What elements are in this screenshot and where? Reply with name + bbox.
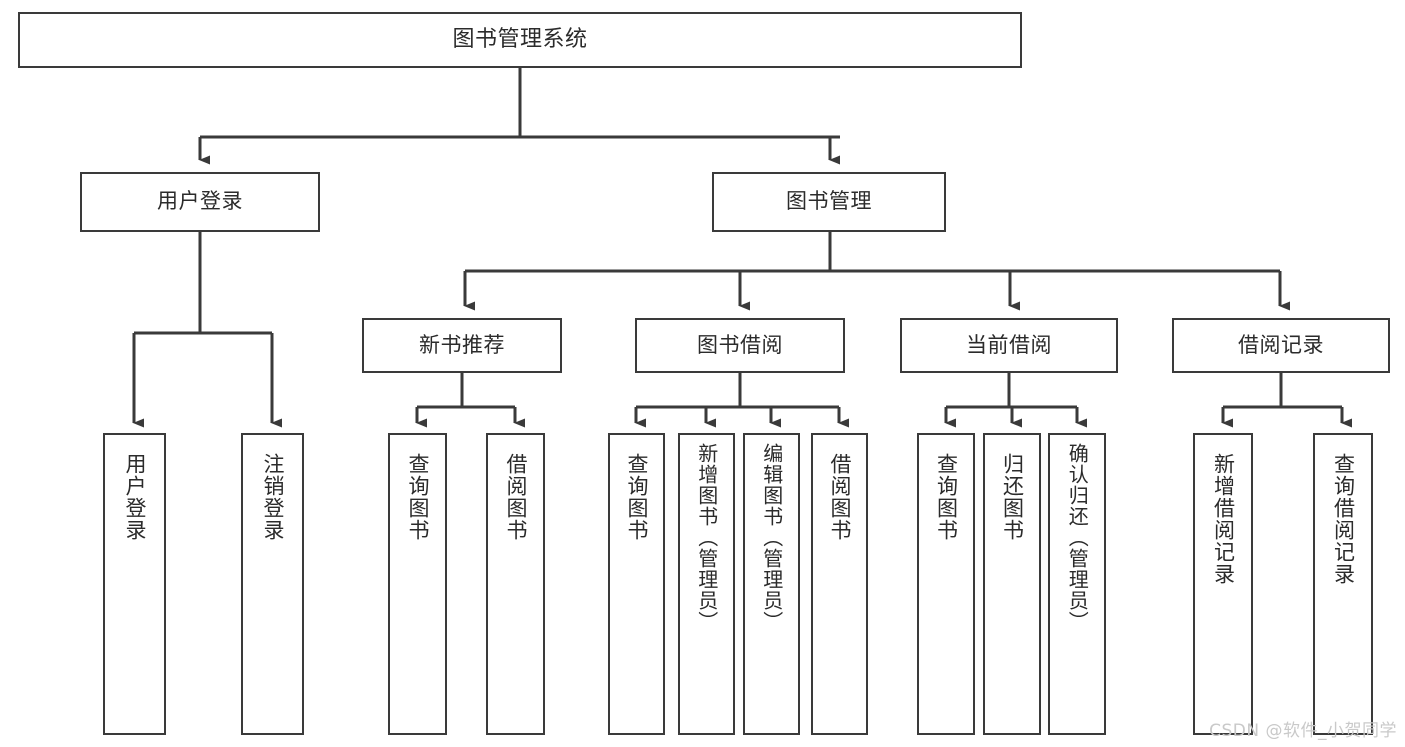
node-label: 新书推荐 [419,332,505,357]
leaf-borrow-record-query[interactable]: 查询借阅记录 [1313,433,1373,735]
csdn-watermark: CSDN @软件_小贺同学 [1209,721,1397,741]
node-borrow-record[interactable]: 借阅记录 [1172,318,1390,373]
leaf-book-borrow-borrow[interactable]: 借阅图书 [811,433,868,735]
node-book-management[interactable]: 图书管理 [712,172,946,232]
node-label: 当前借阅 [966,332,1052,357]
leaf-user-login-logout[interactable]: 注销登录 [241,433,304,735]
leaf-user-login-login[interactable]: 用户登录 [103,433,166,735]
node-label: 查询图书 [934,453,959,541]
leaf-current-borrow-return[interactable]: 归还图书 [983,433,1041,735]
node-label: 借阅记录 [1238,332,1324,357]
leaf-new-book-query[interactable]: 查询图书 [388,433,447,735]
leaf-book-borrow-add[interactable]: 新增图书（管理员） [678,433,735,735]
node-label: 归还图书 [1000,453,1025,541]
node-new-book-recommend[interactable]: 新书推荐 [362,318,562,373]
node-label: 图书管理 [786,189,872,214]
leaf-current-borrow-confirm[interactable]: 确认归还（管理员） [1048,433,1106,735]
node-label: 图书管理系统 [452,26,588,52]
node-label: 借阅图书 [503,453,528,541]
leaf-new-book-borrow[interactable]: 借阅图书 [486,433,545,735]
node-label: 新增借阅记录 [1211,453,1236,585]
node-label: 查询图书 [405,453,430,541]
node-label: 借阅图书 [827,453,852,541]
leaf-current-borrow-query[interactable]: 查询图书 [917,433,975,735]
node-label: 新增图书（管理员） [694,443,719,632]
node-label: 编辑图书（管理员） [759,443,784,632]
node-label: 图书借阅 [697,332,783,357]
leaf-book-borrow-edit[interactable]: 编辑图书（管理员） [743,433,800,735]
node-current-borrow[interactable]: 当前借阅 [900,318,1118,373]
node-root-system[interactable]: 图书管理系统 [18,12,1022,68]
node-label: 用户登录 [157,189,243,214]
node-label: 查询借阅记录 [1331,453,1356,585]
node-user-login[interactable]: 用户登录 [80,172,320,232]
leaf-borrow-record-add[interactable]: 新增借阅记录 [1193,433,1253,735]
node-book-borrow[interactable]: 图书借阅 [635,318,845,373]
node-label: 用户登录 [122,453,147,541]
node-label: 确认归还（管理员） [1065,443,1090,632]
node-label: 注销登录 [260,453,285,541]
node-label: 查询图书 [624,453,649,541]
leaf-book-borrow-query[interactable]: 查询图书 [608,433,665,735]
